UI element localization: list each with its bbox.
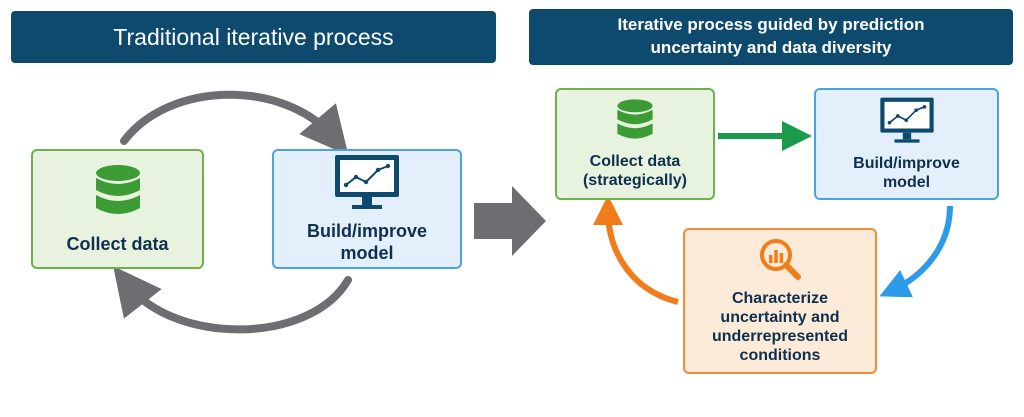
monitor-chart-icon [879, 97, 934, 143]
magnifier-chart-icon [760, 238, 801, 280]
build-model-right-box: Build/improve model [814, 88, 999, 200]
collect-data-box: Collect data [31, 149, 204, 269]
header-traditional-text: Traditional iterative process [113, 23, 394, 50]
build-model-label: Build/improve model [306, 221, 427, 263]
transition-arrow [474, 186, 546, 256]
characterize-box: Characterize uncertainty and underrepres… [683, 228, 877, 374]
database-icon [617, 99, 653, 139]
build-model-right-label: Build/improve model [853, 154, 960, 191]
header-traditional: Traditional iterative process [11, 11, 496, 63]
collect-data-strategic-box: Collect data (strategically) [555, 88, 715, 200]
header-guided: Iterative process guided by prediction u… [529, 9, 1013, 65]
arrow-top-arc [120, 90, 349, 156]
header-guided-text: Iterative process guided by prediction u… [617, 15, 925, 57]
arrow-bottom-arc [113, 266, 352, 334]
arrow-characterize-to-collect [593, 195, 679, 305]
monitor-chart-icon [335, 155, 399, 210]
collect-data-label: Collect data [66, 233, 169, 254]
collect-data-strategic-label: Collect data (strategically) [582, 152, 688, 189]
arrow-build-to-characterize [879, 205, 953, 298]
database-icon [95, 164, 140, 214]
characterize-label: Characterize uncertainty and underrepres… [711, 289, 849, 365]
build-model-box: Build/improve model [272, 149, 462, 269]
